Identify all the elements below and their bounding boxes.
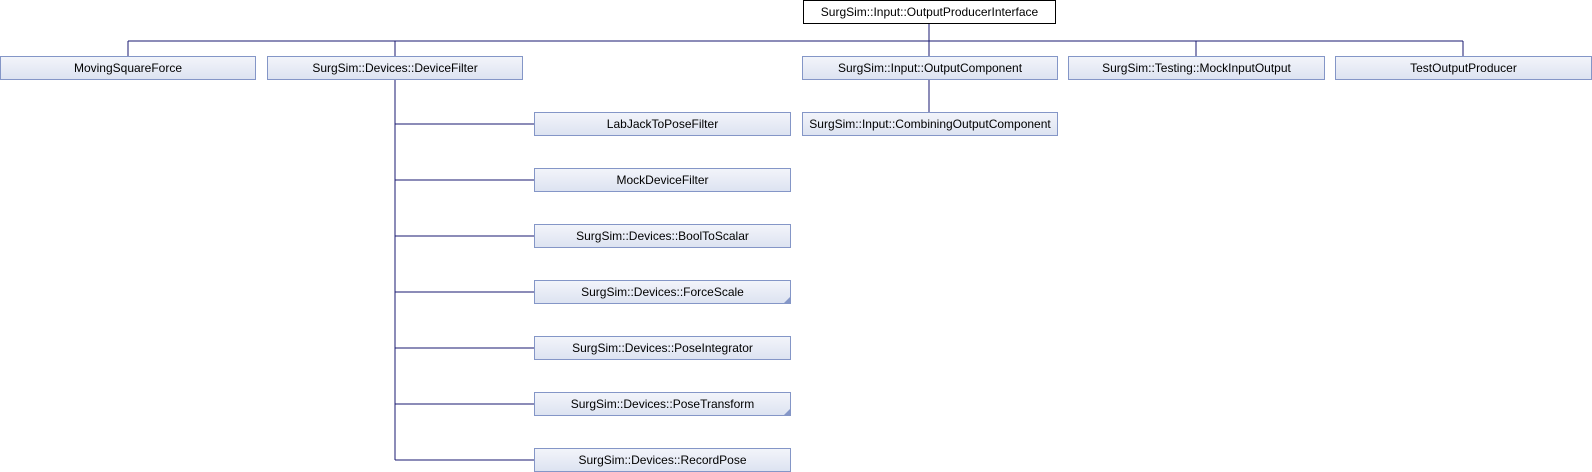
class-node-bool-to-scalar[interactable]: SurgSim::Devices::BoolToScalar xyxy=(534,224,791,248)
class-node-labjack-to-pose-filter[interactable]: LabJackToPoseFilter xyxy=(534,112,791,136)
class-node-combining-output-component[interactable]: SurgSim::Input::CombiningOutputComponent xyxy=(802,112,1058,136)
class-node-output-producer-interface: SurgSim::Input::OutputProducerInterface xyxy=(803,0,1056,24)
class-node-mock-input-output[interactable]: SurgSim::Testing::MockInputOutput xyxy=(1068,56,1325,80)
class-node-force-scale[interactable]: SurgSim::Devices::ForceScale xyxy=(534,280,791,304)
class-node-moving-square-force[interactable]: MovingSquareForce xyxy=(0,56,256,80)
class-node-device-filter[interactable]: SurgSim::Devices::DeviceFilter xyxy=(267,56,523,80)
class-node-output-component[interactable]: SurgSim::Input::OutputComponent xyxy=(802,56,1058,80)
class-node-pose-transform[interactable]: SurgSim::Devices::PoseTransform xyxy=(534,392,791,416)
class-node-record-pose[interactable]: SurgSim::Devices::RecordPose xyxy=(534,448,791,472)
class-node-test-output-producer[interactable]: TestOutputProducer xyxy=(1335,56,1592,80)
class-node-mock-device-filter[interactable]: MockDeviceFilter xyxy=(534,168,791,192)
class-node-pose-integrator[interactable]: SurgSim::Devices::PoseIntegrator xyxy=(534,336,791,360)
